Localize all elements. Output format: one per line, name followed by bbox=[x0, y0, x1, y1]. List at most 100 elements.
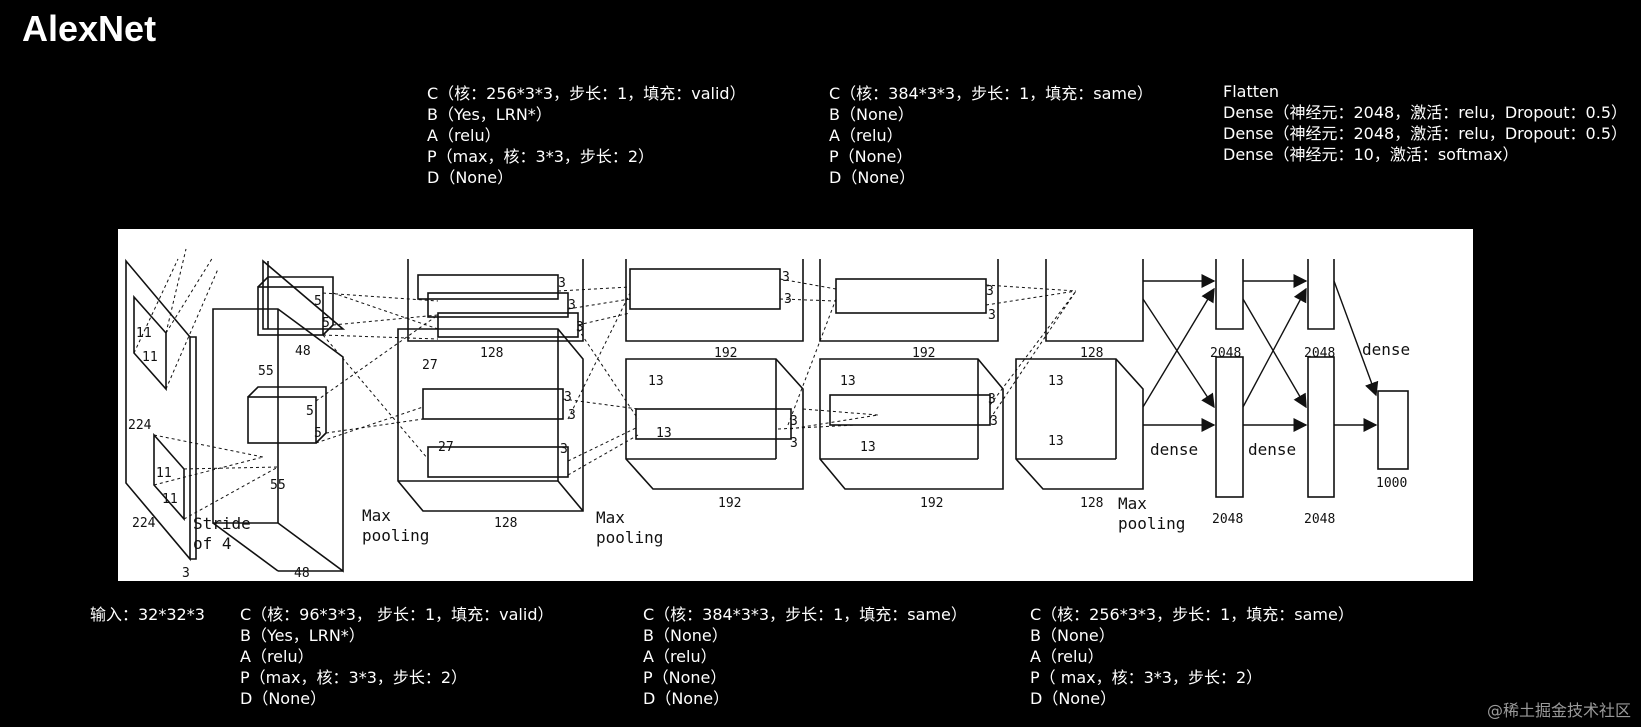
label: 128 bbox=[494, 516, 517, 531]
spec-line: A（relu） bbox=[829, 126, 903, 145]
layer4-kernel-1 bbox=[835, 278, 987, 314]
label: 5 bbox=[306, 404, 314, 419]
label: 13 bbox=[1048, 434, 1064, 449]
label: 5 bbox=[314, 426, 322, 441]
label: 2048 bbox=[1304, 512, 1335, 527]
layer1-kernel-top bbox=[257, 286, 324, 336]
layer-1-spec: C（核：96*3*3， 步长：1，填充：valid） B（Yes，LRN*） A… bbox=[240, 604, 553, 709]
label: 3 bbox=[790, 436, 798, 451]
fc2-bottom bbox=[1307, 356, 1335, 498]
spec-line: C（核：96*3*3， 步长：1，填充：valid） bbox=[240, 605, 554, 624]
spec-line: D（None） bbox=[427, 168, 514, 187]
label: Max bbox=[362, 506, 391, 525]
page-title: AlexNet bbox=[22, 8, 157, 49]
label: 192 bbox=[718, 496, 741, 511]
spec-line: A（relu） bbox=[427, 126, 501, 145]
label: 192 bbox=[920, 496, 943, 511]
spec-line: Dense（神经元：10，激活：softmax） bbox=[1223, 145, 1519, 164]
label: 13 bbox=[860, 440, 876, 455]
spec-line: D（None） bbox=[643, 689, 730, 708]
spec-line: B（None） bbox=[643, 626, 728, 645]
spec-line: Flatten bbox=[1223, 82, 1279, 101]
layer2-kernel-4 bbox=[422, 388, 564, 420]
label: 27 bbox=[438, 440, 454, 455]
label: dense bbox=[1362, 340, 1410, 359]
layer3-kernel-2 bbox=[635, 408, 792, 440]
spec-line: B（None） bbox=[1030, 626, 1115, 645]
layer3-top-volume bbox=[625, 259, 804, 342]
spec-line: P（max，核：3*3，步长：2） bbox=[427, 147, 655, 166]
label: Max bbox=[1118, 494, 1147, 513]
fc2-top bbox=[1307, 259, 1335, 330]
spec-line: D（None） bbox=[240, 689, 327, 708]
layer-3-spec: C（核：384*3*3，步长：1，填充：same） B（None） A（relu… bbox=[643, 604, 967, 709]
input-depth bbox=[190, 336, 197, 560]
label: 13 bbox=[656, 426, 672, 441]
watermark: @稀土掘金技术社区 bbox=[1486, 701, 1631, 720]
label: 48 bbox=[295, 344, 311, 359]
label: 1000 bbox=[1376, 476, 1407, 491]
label: 27 bbox=[422, 358, 438, 373]
architecture-diagram: 11 11 224 11 11 224 Stride of 4 3 5 5 48… bbox=[118, 229, 1473, 581]
fc1-top bbox=[1215, 259, 1244, 330]
label: of 4 bbox=[193, 534, 232, 553]
spec-line: 输入：32*32*3 bbox=[90, 605, 205, 624]
layer4-top-volume bbox=[819, 259, 999, 342]
spec-line: C（核：256*3*3，步长：1，填充：same） bbox=[1030, 605, 1354, 624]
spec-line: A（relu） bbox=[1030, 647, 1104, 666]
label: 3 bbox=[558, 276, 566, 291]
label: 11 bbox=[136, 326, 152, 341]
label: 5 bbox=[314, 294, 322, 309]
output-layer bbox=[1377, 390, 1409, 470]
label: 3 bbox=[560, 442, 568, 457]
label: 13 bbox=[1048, 374, 1064, 389]
spec-line: Dense（神经元：2048，激活：relu，Dropout：0.5） bbox=[1223, 124, 1628, 143]
label: 3 bbox=[986, 284, 994, 299]
layer2-kernel-5 bbox=[427, 446, 569, 478]
label: 2048 bbox=[1210, 346, 1241, 361]
label: 5 bbox=[322, 316, 330, 331]
spec-line: P（None） bbox=[829, 147, 913, 166]
label: 3 bbox=[988, 392, 996, 407]
layer-4-spec: C（核：384*3*3，步长：1，填充：same） B（None） A（relu… bbox=[829, 83, 1153, 188]
label: 3 bbox=[990, 414, 998, 429]
spec-line: P（None） bbox=[643, 668, 727, 687]
label: 192 bbox=[714, 346, 737, 361]
label: 55 bbox=[258, 364, 274, 379]
label: 3 bbox=[784, 292, 792, 307]
spec-line: D（None） bbox=[829, 168, 916, 187]
label: 13 bbox=[840, 374, 856, 389]
spec-line: Dense（神经元：2048，激活：relu，Dropout：0.5） bbox=[1223, 103, 1628, 122]
spec-line: D（None） bbox=[1030, 689, 1117, 708]
label: 2048 bbox=[1304, 346, 1335, 361]
spec-line: C（核：384*3*3，步长：1，填充：same） bbox=[829, 84, 1153, 103]
label: 11 bbox=[142, 350, 158, 365]
label: 2048 bbox=[1212, 512, 1243, 527]
label: 48 bbox=[294, 566, 310, 581]
label: 3 bbox=[988, 308, 996, 323]
layer4-kernel-2 bbox=[829, 394, 991, 426]
architecture-svg: 11 11 224 11 11 224 Stride of 4 3 5 5 48… bbox=[125, 248, 1410, 581]
label: pooling bbox=[596, 528, 663, 547]
layer1-top-volume bbox=[262, 259, 346, 330]
label: 192 bbox=[912, 346, 935, 361]
label: 128 bbox=[1080, 496, 1103, 511]
label: 3 bbox=[568, 298, 576, 313]
label: dense bbox=[1248, 440, 1296, 459]
input-spec: 输入：32*32*3 bbox=[90, 604, 205, 625]
label: dense bbox=[1150, 440, 1198, 459]
label: 55 bbox=[270, 478, 286, 493]
label: 3 bbox=[564, 390, 572, 405]
label: 3 bbox=[782, 270, 790, 285]
layer5-bottom-volume bbox=[1015, 358, 1144, 490]
input-kernel-top bbox=[133, 294, 167, 392]
layer2-kernel-1 bbox=[417, 274, 559, 300]
label: 128 bbox=[1080, 346, 1103, 361]
layer2-top-volume bbox=[407, 259, 584, 342]
spec-line: C（核：256*3*3，步长：1，填充：valid） bbox=[427, 84, 746, 103]
label: pooling bbox=[1118, 514, 1185, 533]
layer1-kernel-bottom bbox=[247, 396, 317, 444]
spec-line: A（relu） bbox=[240, 647, 314, 666]
label: 224 bbox=[132, 516, 156, 531]
spec-line: C（核：384*3*3，步长：1，填充：same） bbox=[643, 605, 967, 624]
